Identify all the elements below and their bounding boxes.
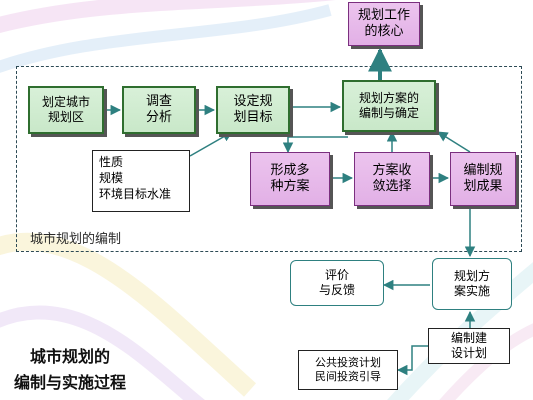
node-plan-implementation: 规划方 案实施 <box>432 258 512 310</box>
node-form-alternatives: 形成多 种方案 <box>250 152 330 206</box>
node-investment-plan: 公共投资计划 民间投资引导 <box>298 350 398 390</box>
node-compile-results: 编制规 划成果 <box>450 152 516 206</box>
node-converge-select: 方案收 敛选择 <box>354 152 430 206</box>
region-label: 城市规划的编制 <box>30 232 122 247</box>
node-survey-analysis: 调查 分析 <box>122 86 196 134</box>
node-construction-plan: 编制建 设计划 <box>428 328 510 364</box>
planning-compilation-region <box>16 66 522 252</box>
node-delimit-planning-area: 划定城市 规划区 <box>28 86 104 134</box>
node-attributes: 性质 规模 环境目标水准 <box>92 150 190 212</box>
node-planning-core: 规划工作 的核心 <box>348 2 420 46</box>
node-evaluate-feedback: 评价 与反馈 <box>290 260 384 306</box>
diagram-title: 城市规划的 编制与实施过程 <box>14 347 127 392</box>
node-set-planning-goal: 设定规 划目标 <box>216 86 290 134</box>
node-plan-compile-decide: 规划方案的 编制与确定 <box>342 80 436 132</box>
